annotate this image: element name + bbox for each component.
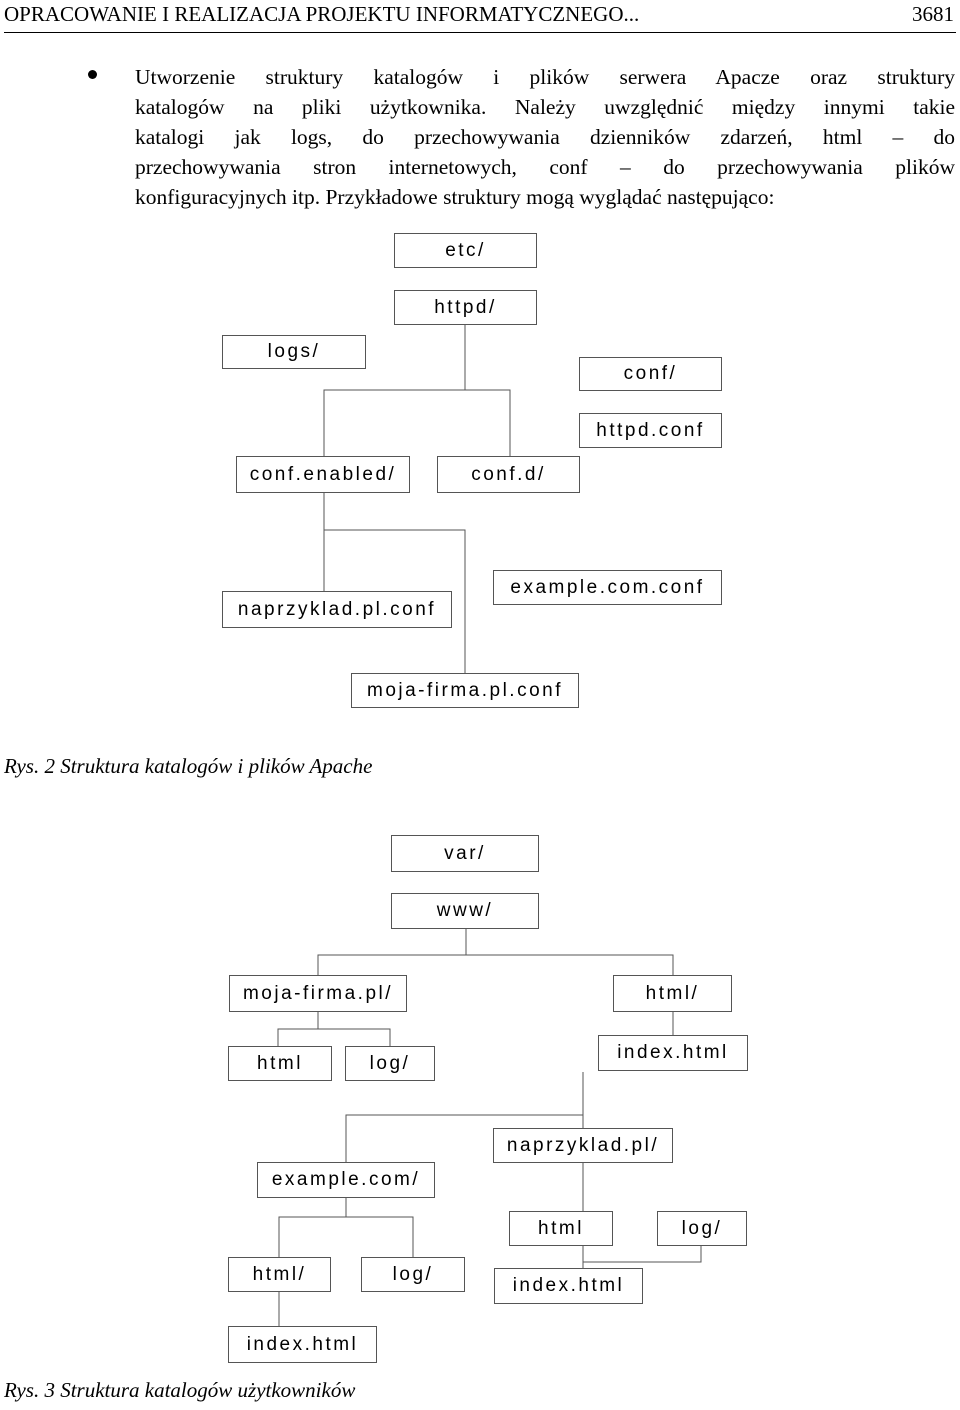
dir-www: www/ [391, 893, 539, 929]
paragraph-line: katalogów na pliki użytkownika. Należy u… [135, 95, 955, 119]
connector-line [582, 1245, 702, 1263]
paragraph-line: katalogi jak logs, do przechowywania dzi… [135, 125, 955, 149]
dir-logs: logs/ [222, 335, 366, 369]
file-mojafirma-conf: moja-firma.pl.conf [351, 673, 579, 708]
file-index-top: index.html [598, 1035, 748, 1071]
dir-var: var/ [391, 835, 539, 872]
dir-httpd: httpd/ [394, 290, 537, 325]
file-naprzyklad-index: index.html [494, 1268, 643, 1304]
dir-example-html: html/ [228, 1257, 331, 1292]
dir-naprzyklad: naprzyklad.pl/ [493, 1128, 673, 1163]
dir-naprzyklad-html: html [509, 1211, 613, 1246]
dir-conf-enabled: conf.enabled/ [236, 456, 410, 493]
bullet-icon [88, 70, 97, 79]
connector-line [278, 1198, 347, 1257]
dir-mojafirma-html: html [228, 1046, 332, 1081]
running-title: OPRACOWANIE I REALIZACJA PROJEKTU INFORM… [4, 2, 640, 26]
connector-line [317, 928, 467, 976]
dir-naprzyklad-log: log/ [657, 1211, 747, 1246]
connector-line [345, 1072, 584, 1163]
dir-example: example.com/ [257, 1162, 435, 1198]
dir-etc: etc/ [394, 233, 537, 268]
connector-line [346, 1216, 414, 1257]
dir-mojafirma-log: log/ [345, 1046, 435, 1081]
paragraph-line: przechowywania stron internetowych, conf… [135, 155, 955, 179]
dir-mojafirma: moja-firma.pl/ [229, 975, 407, 1012]
paragraph-line: Utworzenie struktury katalogów i plików … [135, 65, 955, 89]
connector-line [318, 1028, 391, 1047]
paragraph-line: konfiguracyjnych itp. Przykładowe strukt… [135, 185, 775, 209]
dir-conf: conf/ [579, 357, 722, 391]
body-paragraph: Utworzenie struktury katalogów i plików … [135, 62, 955, 212]
connector-line [323, 325, 466, 461]
connector-line [465, 389, 511, 461]
file-example-index: index.html [228, 1326, 377, 1363]
figure-caption: Rys. 3 Struktura katalogów użytkowników [4, 1378, 356, 1402]
figure-caption: Rys. 2 Struktura katalogów i plików Apac… [4, 754, 373, 778]
page-header: OPRACOWANIE I REALIZACJA PROJEKTU INFORM… [4, 0, 956, 33]
connector-line [277, 1011, 319, 1047]
dir-html-top: html/ [613, 975, 732, 1012]
connector-line [466, 954, 674, 976]
page-number: 3681 [912, 2, 954, 26]
connector-line [323, 490, 466, 573]
file-example-conf: example.com.conf [493, 570, 722, 605]
dir-conf-d: conf.d/ [437, 456, 580, 493]
file-httpd-conf: httpd.conf [579, 413, 722, 448]
dir-example-log: log/ [361, 1257, 465, 1292]
file-naprzyklad-conf: naprzyklad.pl.conf [222, 591, 452, 628]
